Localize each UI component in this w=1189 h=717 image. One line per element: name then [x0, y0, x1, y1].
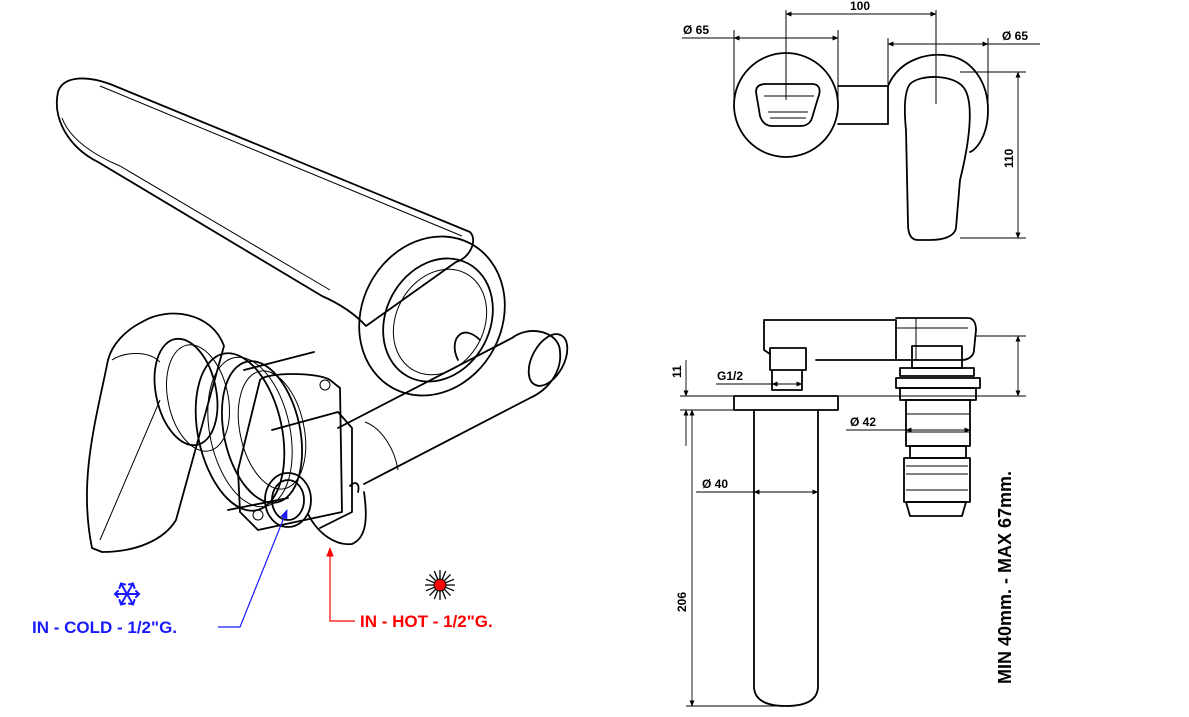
- front-view: 100 Ø 65 Ø 65 110: [682, 0, 1040, 241]
- side-view: G1/2 11 Ø 40 Ø 42 206 MIN 40mm. - MAX 67…: [670, 317, 1026, 707]
- isometric-view: IN - COLD - 1/2"G. IN - HOT - 1/2"G.: [32, 77, 569, 637]
- cartridge-stack-side: [895, 345, 981, 517]
- cartridge-housing-side: [895, 317, 977, 361]
- spout-iso: [56, 77, 475, 327]
- spout-tube-side: [753, 409, 819, 707]
- dim-cartridge-dia: Ø 42: [850, 415, 876, 429]
- wall-plate-side: [733, 395, 839, 411]
- dim-wall-depth: MIN 40mm. - MAX 67mm.: [995, 471, 1015, 684]
- dim-spacing: 100: [850, 0, 870, 13]
- dim-thread: G1/2: [717, 369, 743, 383]
- cartridge-iso: [153, 337, 315, 512]
- sun-icon: [425, 570, 455, 600]
- hot-inlet-indicator: IN - HOT - 1/2"G.: [326, 547, 493, 631]
- valve-body-iso: [337, 330, 569, 485]
- snowflake-icon: [113, 582, 141, 606]
- cold-inlet-label: IN - COLD - 1/2"G.: [32, 618, 177, 637]
- dim-rosette-right: Ø 65: [1002, 29, 1028, 43]
- spout-outlet-front: [755, 83, 821, 127]
- cold-inlet-indicator: IN - COLD - 1/2"G.: [32, 509, 288, 637]
- dim-rosette-left: Ø 65: [683, 23, 709, 37]
- dim-height: 110: [1002, 148, 1016, 168]
- hot-inlet-label: IN - HOT - 1/2"G.: [360, 612, 493, 631]
- dim-spout-length: 206: [675, 592, 689, 612]
- right-rosette-front: [887, 53, 989, 153]
- dim-spout-dia: Ø 40: [702, 477, 728, 491]
- right-rosette-iso: [358, 235, 506, 397]
- mounting-flange-iso: [237, 373, 353, 531]
- body-side: [763, 319, 897, 361]
- inlet-port-iso: [264, 472, 367, 546]
- lever-front: [903, 76, 971, 241]
- dim-plate-thickness: 11: [670, 365, 684, 378]
